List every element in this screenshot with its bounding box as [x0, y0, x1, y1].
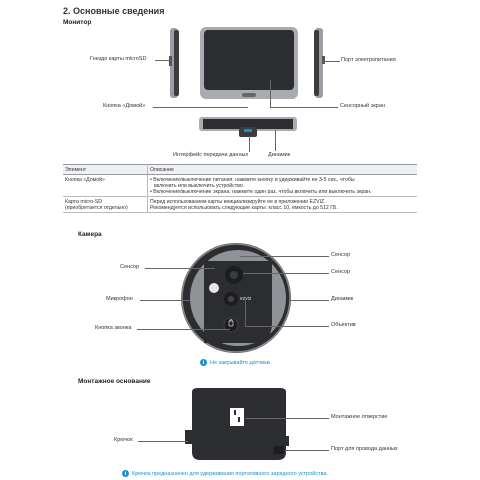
- table-header-description: Описание: [147, 164, 417, 175]
- desc-line: Рекомендуется использовать следующие кар…: [150, 204, 338, 211]
- table-header-element: Элемент: [63, 164, 148, 175]
- mount-note: i Крючок предназначен для удерживания по…: [122, 470, 328, 477]
- camera-note: i Не закрывайте датчики.: [200, 359, 271, 366]
- label-hook: Крючок: [114, 437, 133, 443]
- camera-brand-logo: ezviz: [240, 296, 252, 302]
- table-header: Элемент Описание: [63, 164, 417, 175]
- spec-table: Элемент Описание Кнопка «Домой» • Включе…: [63, 164, 417, 213]
- mount-note-text: Крючок предназначен для удерживания порт…: [132, 470, 329, 477]
- monitor-side-left: [169, 28, 179, 98]
- label-camera-microphone: Микрофон: [106, 296, 133, 302]
- table-row: Карта micro-SD (приобретается отдельно) …: [63, 196, 417, 213]
- section-title: 2. Основные сведения: [63, 6, 165, 16]
- label-monitor-speaker: Динамик: [268, 152, 291, 158]
- desc-line: Перед использованием карты инициализируй…: [150, 198, 326, 205]
- table-cell-element: Кнопка «Домой»: [63, 174, 148, 197]
- mount-illustration: [185, 388, 289, 460]
- camera-note-text: Не закрывайте датчики.: [210, 359, 272, 366]
- desc-line: • Включение/выключение питания: нажмите …: [150, 176, 355, 183]
- table-cell-description: Перед использованием карты инициализируй…: [147, 196, 417, 213]
- label-data-interface: Интерфейс передачи данных: [173, 152, 249, 158]
- label-cable-port: Порт для провода данных: [331, 446, 398, 452]
- monitor-title: Монитор: [63, 19, 92, 26]
- mount-title: Монтажное основание: [78, 378, 151, 385]
- info-icon: i: [200, 359, 207, 366]
- info-icon: i: [122, 470, 129, 477]
- monitor-front: [200, 27, 298, 99]
- label-camera-sensor-right-1: Сенсор: [331, 252, 350, 258]
- monitor-side-right: [314, 28, 325, 98]
- monitor-bottom: [199, 117, 297, 137]
- label-mounting-hole: Монтажное отверстие: [331, 414, 388, 420]
- label-camera-lens: Объектив: [331, 322, 356, 328]
- label-home-button: Кнопка «Домой»: [103, 103, 146, 109]
- camera-illustration: [181, 243, 291, 353]
- table-cell-element: Карта micro-SD (приобретается отдельно): [63, 196, 148, 213]
- desc-line: • Включение/выключение экрана: нажмите о…: [150, 188, 372, 195]
- label-power-port: Порт электропитания: [341, 57, 396, 63]
- label-camera-speaker: Динамик: [331, 296, 354, 302]
- table-row: Кнопка «Домой» • Включение/выключение пи…: [63, 174, 417, 197]
- camera-title: Камера: [78, 231, 102, 238]
- table-cell-description: • Включение/выключение питания: нажмите …: [147, 174, 417, 197]
- label-microsd-slot: Гнездо карты microSD: [90, 56, 147, 62]
- label-touch-screen: Сенсорный экран: [340, 103, 385, 109]
- label-camera-sensor-right-2: Сенсор: [331, 269, 350, 275]
- label-doorbell-button: Кнопка звонка: [95, 325, 132, 331]
- desc-line: включить или выключить устройство.: [154, 182, 245, 189]
- label-camera-sensor-left: Сенсор: [120, 264, 139, 270]
